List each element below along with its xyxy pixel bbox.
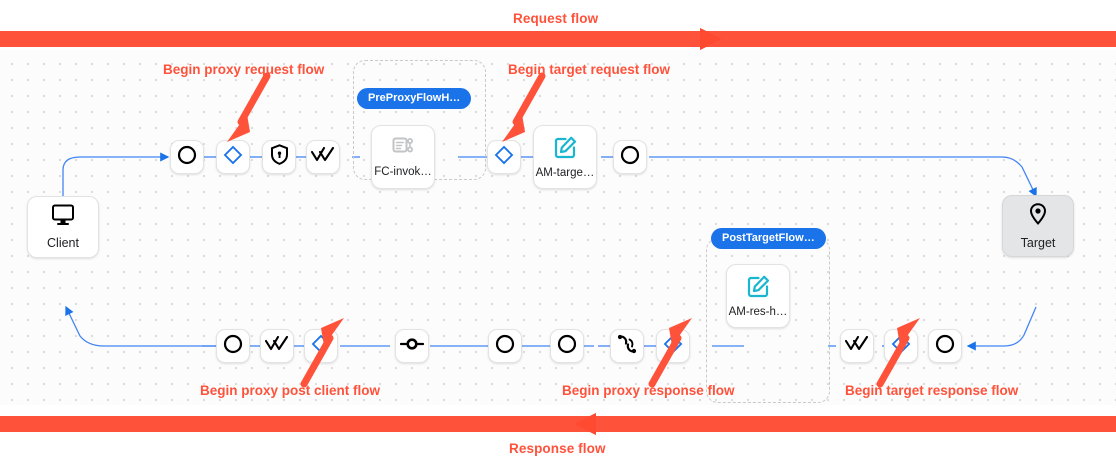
circle-icon <box>557 334 577 359</box>
annotation-begin-proxy-post-client-flow: Begin proxy post client flow <box>200 383 381 398</box>
node-res-diamond-1[interactable] <box>304 329 338 363</box>
circle-icon <box>495 334 515 359</box>
response-flow-band <box>0 413 1116 435</box>
node-res-diamond-2[interactable] <box>656 329 690 363</box>
endpoint-client[interactable]: Client <box>27 196 99 258</box>
node-res-checks-1[interactable] <box>260 329 294 363</box>
node-req-diamond-1[interactable] <box>216 140 250 174</box>
node-res-circle-1[interactable] <box>216 329 250 363</box>
node-req-start-circle[interactable] <box>170 140 204 174</box>
endpoint-target-label: Target <box>1020 236 1056 251</box>
group-label-pre-proxy-flow-hook[interactable]: PreProxyFlowH… <box>357 88 472 109</box>
circle-icon <box>177 145 197 170</box>
node-req-am-target-label: AM-targe… <box>535 166 595 179</box>
connector-dot-icon <box>399 337 425 356</box>
endpoint-client-label: Client <box>47 236 79 251</box>
annotation-begin-target-response-flow: Begin target response flow <box>845 383 1019 398</box>
endpoint-target[interactable]: Target <box>1002 195 1074 257</box>
node-res-circle-3[interactable] <box>550 329 584 363</box>
circle-icon <box>620 145 640 170</box>
node-res-signal[interactable] <box>610 329 644 363</box>
diamond-icon <box>663 334 683 359</box>
node-res-connector[interactable] <box>395 329 429 363</box>
node-req-diamond-2[interactable] <box>487 140 521 174</box>
node-res-checks-2[interactable] <box>840 329 874 363</box>
signal-response-icon <box>616 333 638 360</box>
node-req-end-circle[interactable] <box>613 140 647 174</box>
annotation-begin-proxy-response-flow: Begin proxy response flow <box>562 383 735 398</box>
node-req-fc-invoke[interactable]: FC-invok… <box>371 125 439 197</box>
annotation-begin-proxy-request-flow: Begin proxy request flow <box>163 62 325 77</box>
double-check-icon <box>844 335 869 357</box>
circle-icon <box>935 334 955 359</box>
diamond-icon <box>494 145 514 170</box>
node-req-checks-1[interactable] <box>306 140 340 174</box>
location-pin-icon <box>1027 202 1049 231</box>
node-res-circle-4[interactable] <box>928 329 962 363</box>
node-res-am-res-label: AM-res-h… <box>728 305 788 318</box>
group-label-post-target-flow-hook[interactable]: PostTargetFlow… <box>711 228 826 249</box>
request-flow-band <box>0 28 1116 50</box>
double-check-icon <box>264 335 289 357</box>
pencil-square-icon <box>746 274 771 304</box>
response-flow-label: Response flow <box>509 441 606 456</box>
circle-icon <box>223 334 243 359</box>
diamond-icon <box>223 145 243 170</box>
node-req-fc-invoke-label: FC-invok… <box>374 166 432 179</box>
double-check-icon <box>310 146 335 168</box>
monitor-icon <box>50 204 76 231</box>
diamond-icon <box>891 334 911 359</box>
node-req-am-target[interactable]: AM-targe… <box>533 125 597 189</box>
request-flow-label: Request flow <box>513 11 599 26</box>
pencil-square-icon <box>553 135 578 165</box>
flow-callout-icon <box>391 135 415 164</box>
node-res-circle-2[interactable] <box>488 329 522 363</box>
node-req-shield[interactable] <box>262 140 296 174</box>
node-res-am-res[interactable]: AM-res-h… <box>726 264 794 336</box>
diamond-icon <box>311 334 331 359</box>
diagram-canvas[interactable]: PreProxyFlowH… PostTargetFlow… Client Ta… <box>0 50 1116 405</box>
annotation-begin-target-request-flow: Begin target request flow <box>508 62 671 77</box>
node-res-diamond-3[interactable] <box>884 329 918 363</box>
shield-lock-icon <box>270 144 289 170</box>
annotation-arrow-begin-proxy-request-flow <box>227 72 271 142</box>
